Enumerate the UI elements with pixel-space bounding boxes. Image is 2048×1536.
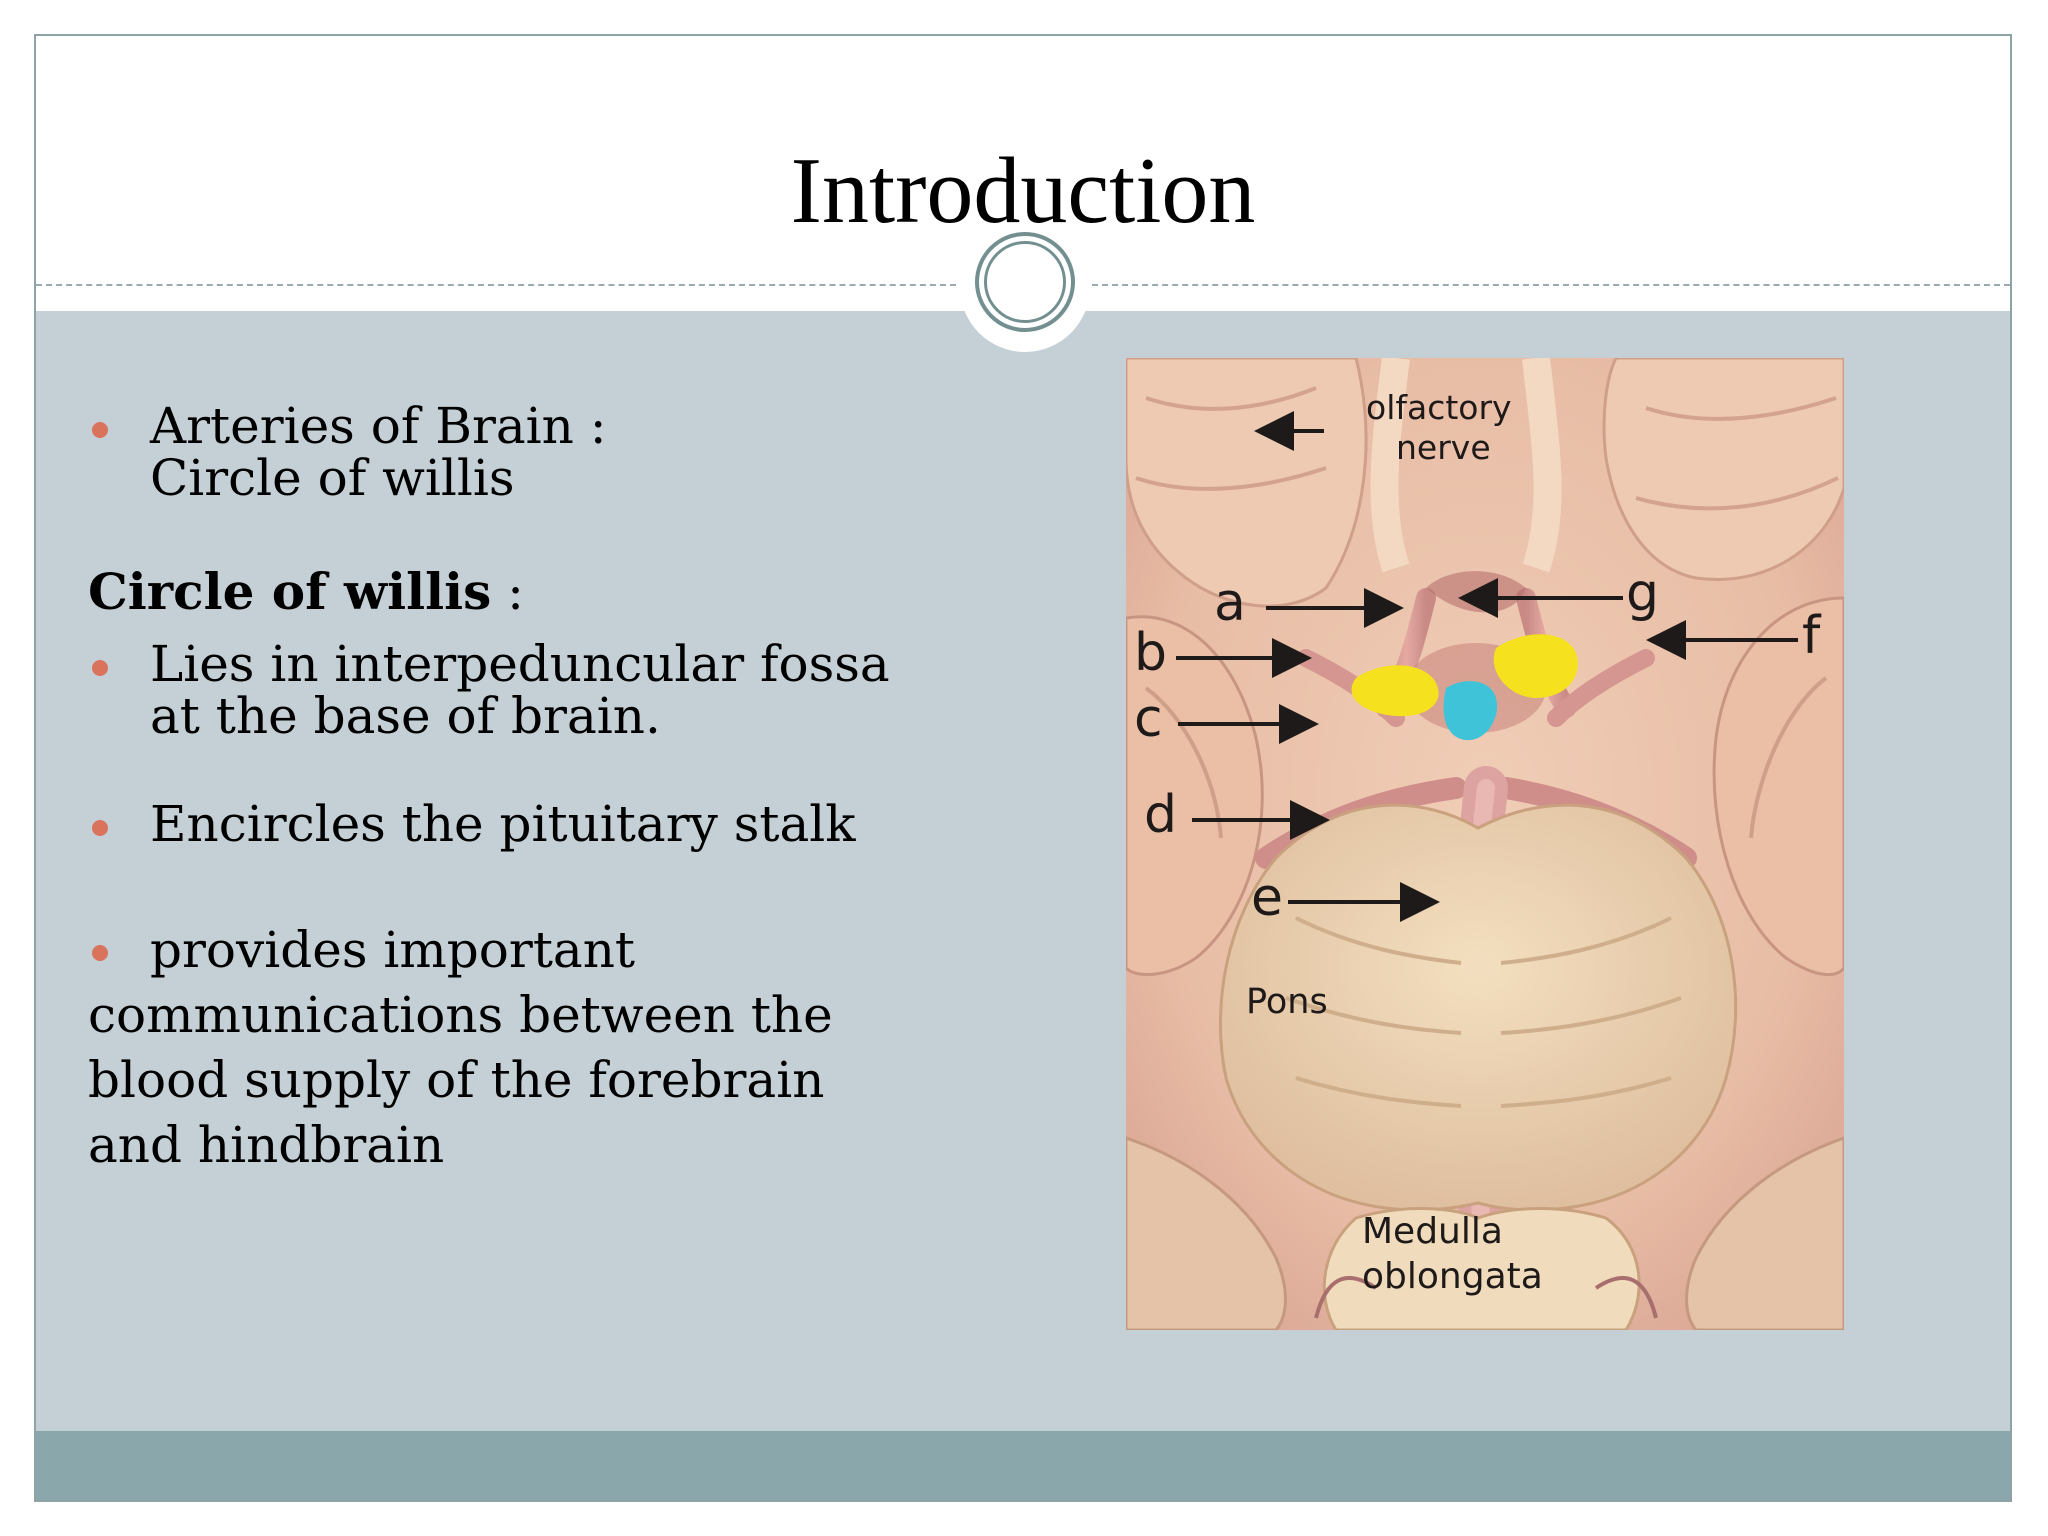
bullet-line: Arteries of Brain : [150,397,607,455]
bullet-continuation: and hindbrain [88,1116,445,1174]
body-text: Arteries of Brain : Circle of willis Cir… [88,400,968,1178]
bullet-line: at the base of brain. [150,687,661,745]
spacer [88,742,968,798]
divider-right [1092,284,2010,286]
bullet-dot-icon [92,422,108,438]
label-b: b [1134,623,1167,683]
yellow-highlight-right [1493,634,1578,698]
divider-inner-ring [984,241,1066,323]
bullet-line: Circle of willis [150,449,515,507]
bullet-item: Lies in interpeduncular fossa at the bas… [88,638,968,742]
bullet-dot-icon [92,945,108,961]
bullet-line: Lies in interpeduncular fossa [150,635,890,693]
bullet-first-line: provides important [88,918,968,983]
label-e: e [1251,868,1283,928]
bullet-item-hanging: provides important communications betwee… [88,918,968,1178]
bullet-line: provides important [150,921,636,979]
bullet-line: Encircles the pituitary stalk [150,795,856,853]
yellow-highlight-left [1351,665,1439,717]
spacer [88,850,968,918]
section-heading-bold: Circle of willis [88,562,492,621]
label-d: d [1144,785,1177,845]
label-olfactory: olfactory [1366,388,1512,427]
label-g: g [1626,563,1659,623]
cyan-highlight [1443,681,1498,741]
brain-base-illustration: olfactory nerve a b c d e g f Pons Medul… [1126,358,1844,1330]
section-heading-rest: : [491,563,524,621]
label-oblongata: oblongata [1362,1256,1543,1297]
bullet-continuation: communications between the [88,986,833,1044]
label-a: a [1214,573,1246,633]
label-nerve: nerve [1396,428,1491,467]
bullet-item: Encircles the pituitary stalk [88,798,968,850]
label-f: f [1802,606,1822,666]
divider-left [36,284,956,286]
bullet-dot-icon [92,660,108,676]
brain-base-photo: olfactory nerve a b c d e g f Pons Medul… [1126,358,1844,1330]
label-pons: Pons [1246,982,1328,1022]
label-medulla: Medulla [1362,1211,1503,1252]
bullet-item: Arteries of Brain : Circle of willis [88,400,968,504]
label-c: c [1134,689,1163,749]
bullet-continuation: blood supply of the forebrain [88,1051,825,1109]
section-heading: Circle of willis : [88,563,968,621]
footer-bar [36,1431,2010,1500]
bullet-dot-icon [92,820,108,836]
